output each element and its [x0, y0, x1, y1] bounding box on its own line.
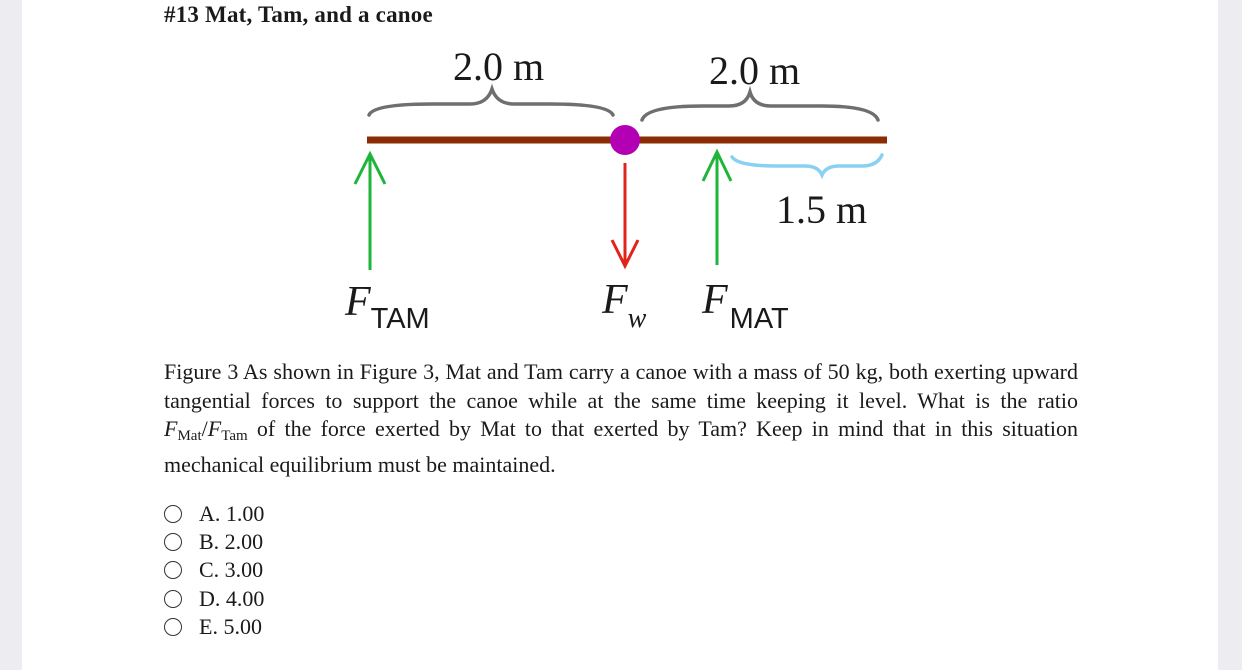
- option-d[interactable]: D. 4.00: [164, 585, 264, 613]
- radio-button[interactable]: [164, 505, 182, 524]
- left-brace: [367, 83, 615, 117]
- short-brace: [730, 153, 884, 180]
- answer-options: A. 1.00 B. 2.00 C. 3.00 D. 4.00 E. 5.00: [164, 500, 264, 641]
- f-mat-arrow: [701, 148, 733, 265]
- dimension-short-label: 1.5 m: [776, 187, 868, 232]
- radio-button[interactable]: [164, 589, 182, 608]
- diagram-canvas: [353, 83, 887, 270]
- option-label: E. 5.00: [199, 613, 262, 639]
- f-w-label: Fw: [602, 277, 647, 334]
- option-label: C. 3.00: [199, 557, 264, 583]
- f-tam-arrow: [353, 150, 387, 270]
- canoe-force-diagram: 2.0 m 2.0 m 1.5 m FTAM Fw FMAT: [22, 0, 1218, 345]
- problem-title: #13 Mat, Tam, and a canoe: [164, 2, 433, 27]
- right-brace: [640, 85, 880, 122]
- option-b[interactable]: B. 2.00: [164, 528, 264, 556]
- option-label: B. 2.00: [199, 529, 264, 555]
- radio-button[interactable]: [164, 533, 182, 552]
- f-mat-label: FMAT: [702, 277, 789, 335]
- option-c[interactable]: C. 3.00: [164, 556, 264, 584]
- document-page: #13 Mat, Tam, and a canoe: [22, 0, 1218, 670]
- center-of-mass-dot: [610, 125, 640, 155]
- question-text: Figure 3 As shown in Figure 3, Mat and T…: [164, 359, 1078, 477]
- radio-button[interactable]: [164, 617, 182, 636]
- dimension-right-label: 2.0 m: [709, 48, 801, 93]
- option-e[interactable]: E. 5.00: [164, 613, 264, 641]
- radio-button[interactable]: [164, 561, 182, 580]
- option-a[interactable]: A. 1.00: [164, 500, 264, 528]
- f-w-arrow: [610, 163, 640, 270]
- option-label: A. 1.00: [199, 501, 265, 527]
- option-label: D. 4.00: [199, 585, 265, 611]
- dimension-left-label: 2.0 m: [453, 44, 545, 89]
- f-tam-label: FTAM: [345, 279, 430, 335]
